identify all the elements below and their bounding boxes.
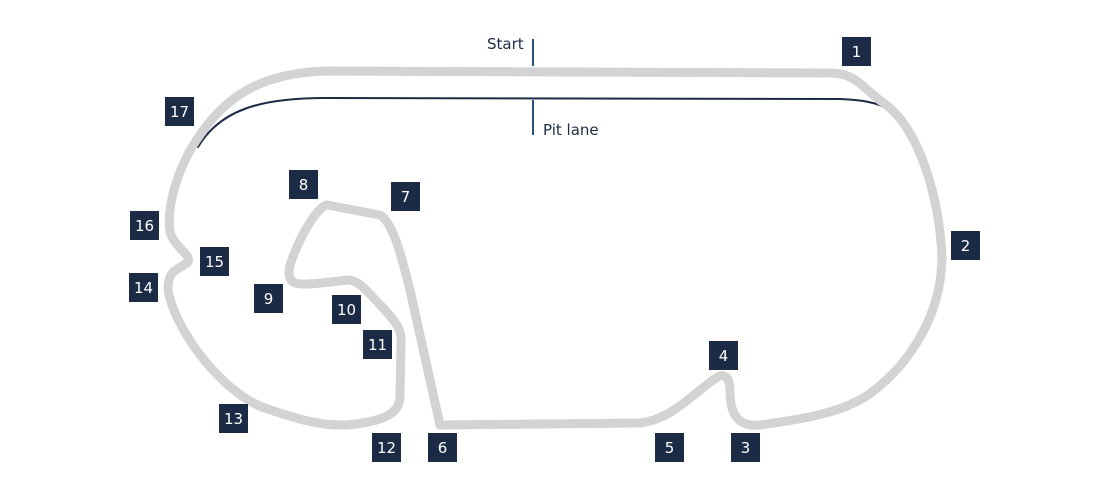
circuit-outline	[163, 66, 947, 430]
pit-lane-label: Pit lane	[543, 121, 599, 139]
turn-16-marker: 16	[130, 211, 159, 240]
turn-15-marker: 15	[200, 247, 229, 276]
turn-4-marker: 4	[709, 341, 738, 370]
turn-3-marker: 3	[731, 433, 760, 462]
turn-8-marker: 8	[289, 170, 318, 199]
turn-10-marker: 10	[332, 295, 361, 324]
turn-1-marker: 1	[842, 37, 871, 66]
turn-17-marker: 17	[165, 97, 194, 126]
turn-9-marker: 9	[254, 284, 283, 313]
pit-lane-line	[197, 96, 891, 148]
turn-6-marker: 6	[428, 433, 457, 462]
turn-12-marker: 12	[372, 433, 401, 462]
turn-13-marker: 13	[219, 404, 248, 433]
turn-14-marker: 14	[129, 273, 158, 302]
turn-2-marker: 2	[951, 231, 980, 260]
turn-7-marker: 7	[391, 182, 420, 211]
turn-11-marker: 11	[363, 330, 392, 359]
turn-5-marker: 5	[655, 433, 684, 462]
start-label: Start	[487, 35, 524, 53]
